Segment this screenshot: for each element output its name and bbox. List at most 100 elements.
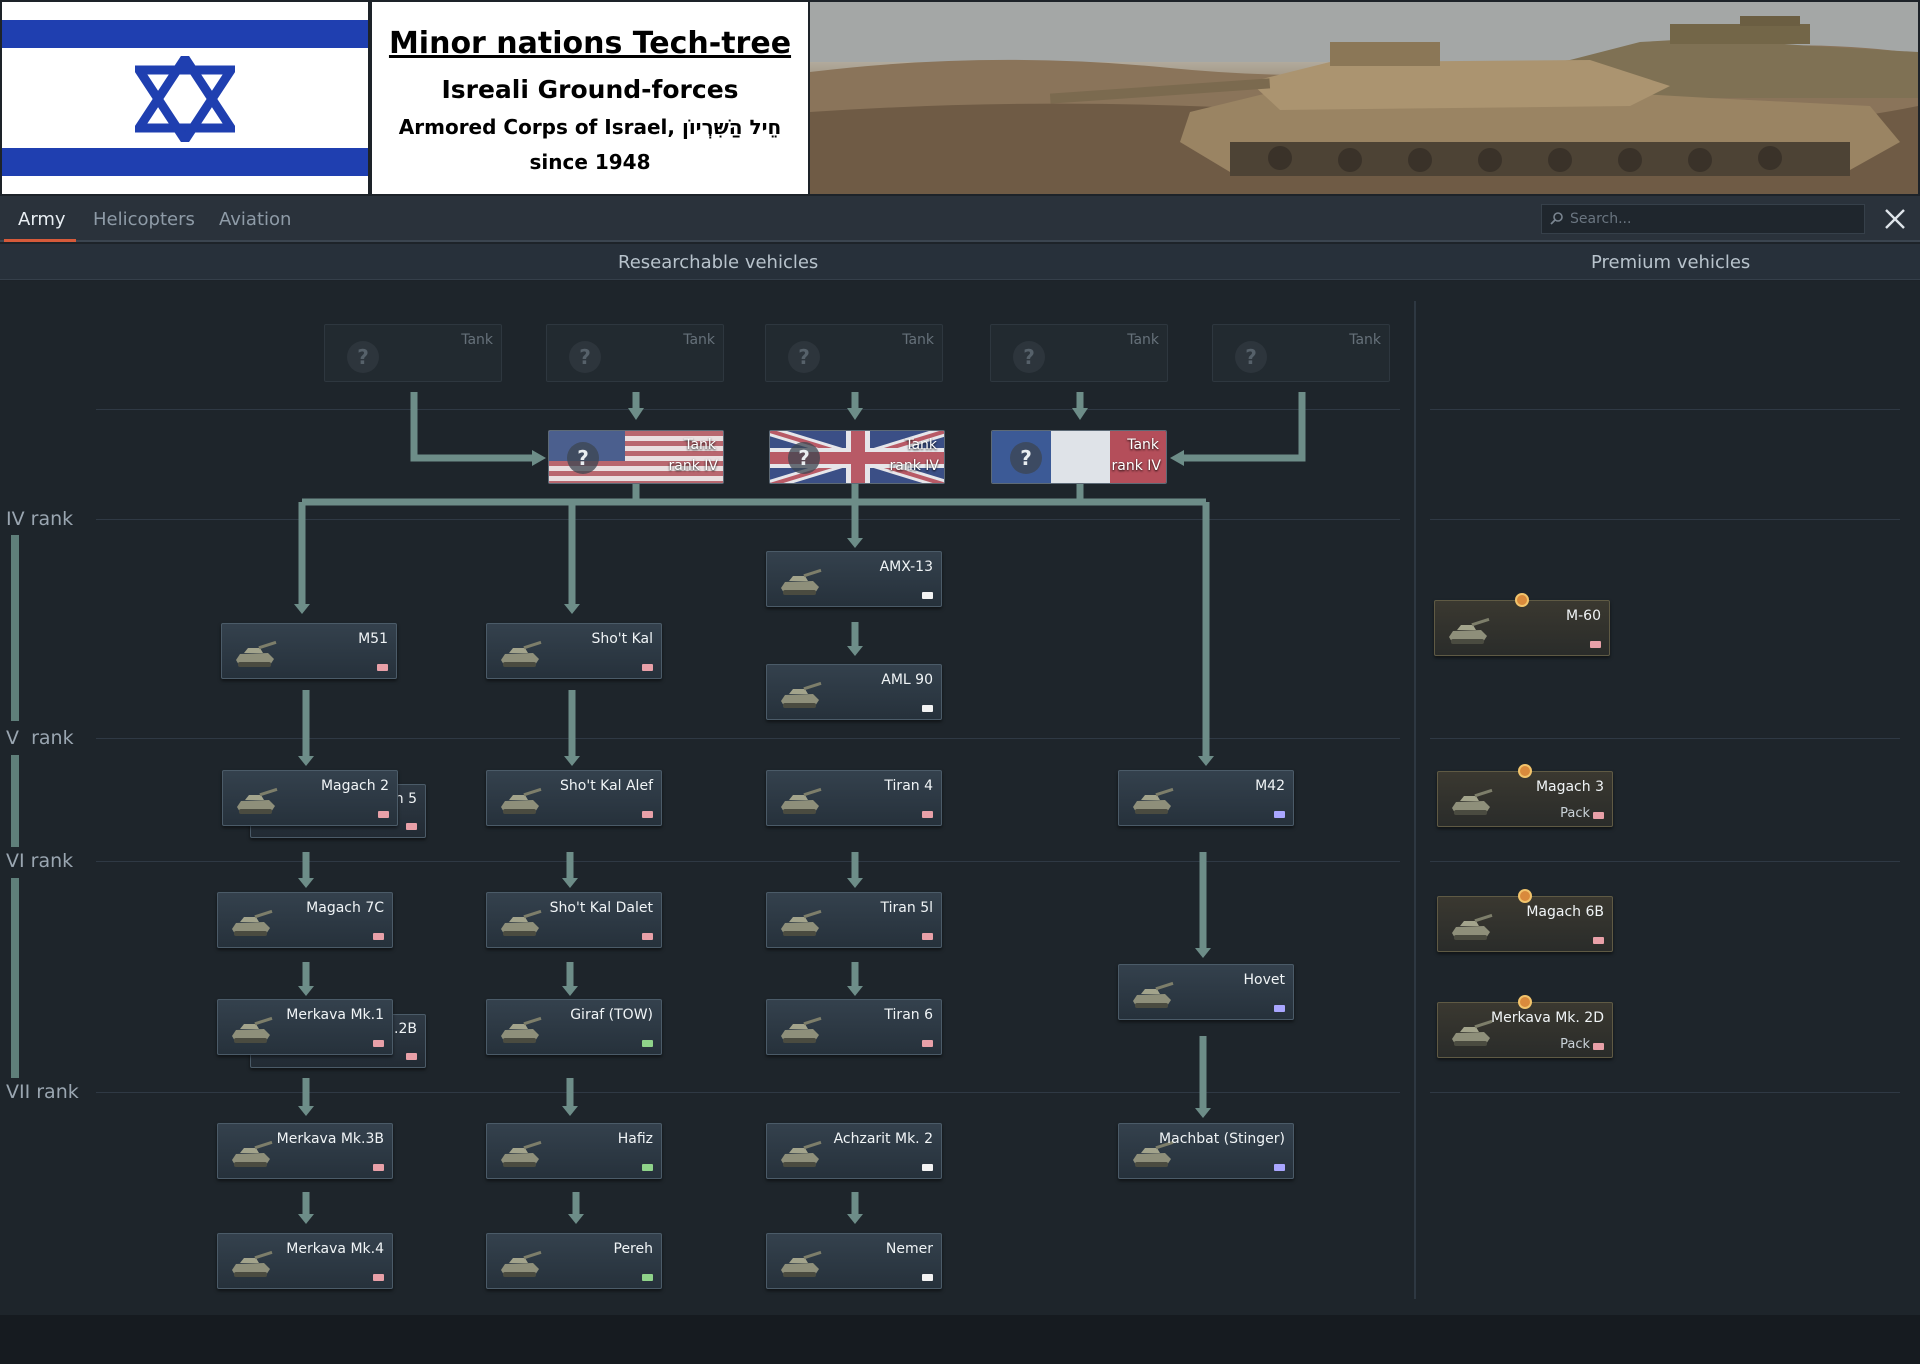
premium-medal-icon xyxy=(1518,995,1532,1009)
node-label: Tank xyxy=(683,332,715,348)
tank-icon xyxy=(1446,913,1494,947)
page-title: Minor nations Tech-tree xyxy=(388,26,792,61)
uk-tank-rank-iv-node[interactable]: ? Tank rank IV xyxy=(769,430,945,484)
vehicle-card-aml90[interactable]: AML 90 xyxy=(766,664,942,720)
vehicle-card-merkava1[interactable]: Merkava Mk.1 xyxy=(217,999,393,1055)
vehicle-name: Merkava Mk.3B xyxy=(276,1131,384,1147)
unknown-tank-node[interactable]: ? Tank xyxy=(1212,324,1390,382)
row-divider xyxy=(1430,738,1900,739)
row-divider xyxy=(1430,1092,1900,1093)
node-rank: rank IV xyxy=(1111,458,1161,474)
search-icon xyxy=(1550,212,1563,225)
france-tank-rank-iv-node[interactable]: ? Tank rank IV xyxy=(991,430,1167,484)
tab-helicopters[interactable]: Helicopters xyxy=(93,209,195,230)
vehicle-card-magach2[interactable]: Magach 2 xyxy=(222,770,398,826)
title-panel: Minor nations Tech-tree Isreali Ground-f… xyxy=(372,2,808,194)
vehicle-card-tiran5l[interactable]: Tiran 5l xyxy=(766,892,942,948)
vehicle-card-m51[interactable]: M51 xyxy=(221,623,397,679)
premium-medal-icon xyxy=(1515,593,1529,607)
vehicle-name: Hafiz xyxy=(617,1131,653,1147)
pack-label: Pack xyxy=(1560,1037,1590,1052)
vehicle-name: M42 xyxy=(1255,778,1285,794)
vehicle-name: Machbat (Stinger) xyxy=(1159,1131,1285,1147)
vehicle-card-merkava4[interactable]: Merkava Mk.4 xyxy=(217,1233,393,1289)
vehicle-name: Giraf (TOW) xyxy=(570,1007,653,1023)
country-badge xyxy=(642,933,653,940)
search-input[interactable]: Search... xyxy=(1541,204,1865,234)
vehicle-card-m42[interactable]: M42 xyxy=(1118,770,1294,826)
vehicle-name: M-60 xyxy=(1566,608,1601,624)
vehicle-card-shotkalalef[interactable]: Sho't Kal Alef xyxy=(486,770,662,826)
vehicle-name: Achzarit Mk. 2 xyxy=(833,1131,933,1147)
premium-card-magach6b[interactable]: Magach 6B xyxy=(1437,889,1613,952)
vehicle-name: Sho't Kal Dalet xyxy=(549,900,653,916)
tank-icon xyxy=(495,1250,543,1284)
tank-icon xyxy=(1127,1140,1175,1174)
vehicle-card-hafiz[interactable]: Hafiz xyxy=(486,1123,662,1179)
tank-icon xyxy=(775,787,823,821)
page-subtitle: Isreali Ground-forces xyxy=(441,75,739,104)
page-date: since 1948 xyxy=(529,150,651,174)
country-badge xyxy=(922,1164,933,1171)
tank-icon xyxy=(495,1016,543,1050)
country-badge xyxy=(1590,641,1601,648)
row-divider xyxy=(96,738,1400,739)
vehicle-card-tiran6[interactable]: Tiran 6 xyxy=(766,999,942,1055)
unknown-tank-node[interactable]: ? Tank xyxy=(324,324,502,382)
usa-tank-rank-iv-node[interactable]: ? Tank rank IV xyxy=(548,430,724,484)
unknown-tank-node[interactable]: ? Tank xyxy=(765,324,943,382)
vehicle-name: AML 90 xyxy=(881,672,933,688)
country-badge xyxy=(377,664,388,671)
premium-card-m60[interactable]: M-60 xyxy=(1434,593,1610,656)
close-icon[interactable] xyxy=(1880,204,1910,234)
question-icon: ? xyxy=(1013,341,1045,373)
unknown-tank-node[interactable]: ? Tank xyxy=(546,324,724,382)
tank-icon xyxy=(226,1250,274,1284)
vehicle-name: h 5 xyxy=(394,791,417,807)
vehicle-card-magach7c[interactable]: Magach 7C xyxy=(217,892,393,948)
question-icon: ? xyxy=(1010,442,1042,474)
vehicle-name: Merkava Mk.1 xyxy=(286,1007,384,1023)
vehicle-card-giraf[interactable]: Giraf (TOW) xyxy=(486,999,662,1055)
vehicle-card-achzarit[interactable]: Achzarit Mk. 2 xyxy=(766,1123,942,1179)
tank-icon xyxy=(775,568,823,602)
vehicle-card-merkava3b[interactable]: Merkava Mk.3B xyxy=(217,1123,393,1179)
unknown-tank-node[interactable]: ? Tank xyxy=(990,324,1168,382)
vehicle-card-tiran4[interactable]: Tiran 4 xyxy=(766,770,942,826)
rank-label-iv: IV rank xyxy=(6,508,74,530)
question-icon: ? xyxy=(788,442,820,474)
question-icon: ? xyxy=(788,341,820,373)
vehicle-card-shotkaldalet[interactable]: Sho't Kal Dalet xyxy=(486,892,662,948)
tab-aviation[interactable]: Aviation xyxy=(219,209,292,230)
country-badge xyxy=(373,1164,384,1171)
tank-icon xyxy=(775,909,823,943)
tank-icon xyxy=(1446,1019,1494,1053)
tank-icon xyxy=(775,1250,823,1284)
vehicle-name: M51 xyxy=(358,631,388,647)
tab-army[interactable]: Army xyxy=(18,209,66,230)
vehicle-name: Sho't Kal Alef xyxy=(560,778,653,794)
country-badge xyxy=(1593,937,1604,944)
row-divider xyxy=(96,861,1400,862)
vehicle-card-shotkal[interactable]: Sho't Kal xyxy=(486,623,662,679)
vehicle-card-nemer[interactable]: Nemer xyxy=(766,1233,942,1289)
tank-icon xyxy=(1446,788,1494,822)
vehicle-name: Tiran 5l xyxy=(880,900,933,916)
node-type: Tank xyxy=(1127,437,1159,453)
star-of-david-icon xyxy=(135,56,235,142)
question-icon: ? xyxy=(1235,341,1267,373)
vehicle-card-amx13[interactable]: AMX-13 xyxy=(766,551,942,607)
vehicle-card-machbat[interactable]: Machbat (Stinger) xyxy=(1118,1123,1294,1179)
node-rank: rank IV xyxy=(668,458,718,474)
israel-flag xyxy=(2,2,368,194)
vehicle-card-hovet[interactable]: Hovet xyxy=(1118,964,1294,1020)
active-tab-indicator xyxy=(4,239,76,242)
vehicle-name: Nemer xyxy=(885,1241,933,1257)
tank-icon xyxy=(231,787,279,821)
vehicle-card-pereh[interactable]: Pereh xyxy=(486,1233,662,1289)
node-label: Tank xyxy=(1127,332,1159,348)
